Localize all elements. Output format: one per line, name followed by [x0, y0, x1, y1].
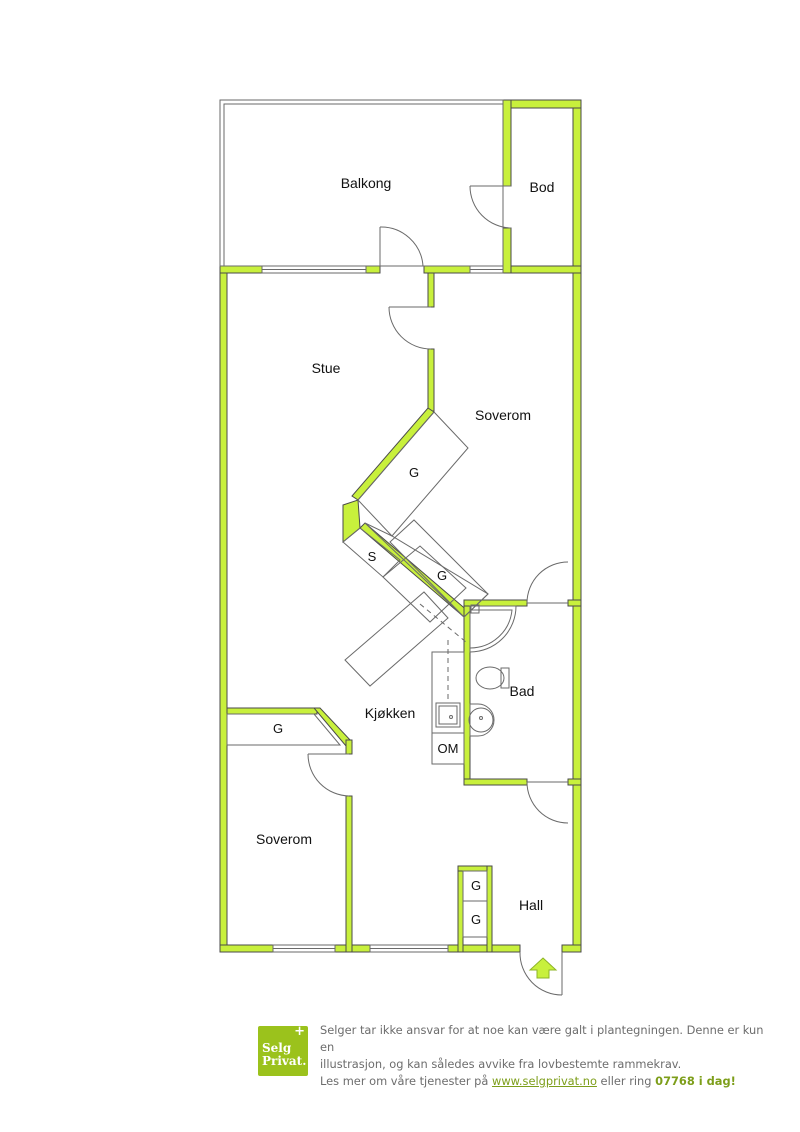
floor-plan: Balkong Bod Stue Soverom Bad Kjøkken Sov… [219, 99, 582, 996]
website-link[interactable]: www.selgprivat.no [492, 1074, 597, 1088]
door-hall [526, 781, 569, 824]
wall-wedge [342, 499, 361, 544]
label-g-hall-top: G [471, 878, 481, 893]
label-kjokken: Kjøkken [365, 705, 416, 721]
disclaimer-line3: Les mer om våre tjenester på www.selgpri… [320, 1073, 780, 1090]
door-entrance [519, 951, 563, 996]
wall-top-bod-bottom [502, 265, 582, 274]
logo-line1: Selg [262, 1041, 292, 1055]
line3-middle: eller ring [596, 1074, 656, 1088]
label-bad: Bad [510, 683, 535, 699]
toilet [475, 666, 510, 690]
om-cabinet [431, 732, 465, 765]
wall-soverom-vertical [427, 272, 435, 308]
door-bad [526, 561, 569, 604]
selgprivat-logo: + Selg Privat. [258, 1024, 308, 1076]
kitchen-counter-lower [344, 591, 449, 687]
closet-s [342, 527, 401, 578]
label-g-diag-top: G [409, 465, 419, 480]
wall-bod-left-lower [502, 227, 512, 274]
label-balkong: Balkong [341, 175, 392, 191]
kitchen-sink [435, 702, 461, 728]
label-stue: Stue [312, 360, 341, 376]
wall-outer-bottom-end [561, 944, 582, 953]
label-s: S [368, 549, 377, 564]
wall-left-soverom-top [226, 707, 318, 715]
label-g-hall-bottom: G [471, 912, 481, 927]
kitchen-counter-diagonal [382, 545, 467, 623]
up-arrow-icon [528, 957, 558, 979]
disclaimer: Selger tar ikke ansvar for at noe kan væ… [320, 1022, 780, 1090]
wall-bad-top-right [567, 599, 582, 607]
logo-plus: + [294, 1024, 305, 1039]
wall-bad-bottom-right [567, 778, 582, 786]
label-hall: Hall [519, 897, 543, 913]
wardrobe-left [226, 713, 342, 746]
disclaimer-line2: illustrasjon, og kan således avvike fra … [320, 1057, 682, 1071]
disclaimer-line1: Selger tar ikke ansvar for at noe kan væ… [320, 1023, 764, 1054]
line3-prefix: Les mer om våre tjenester på [320, 1074, 492, 1088]
label-om: OM [438, 741, 459, 756]
door-bod [469, 185, 512, 229]
wall-outer-bottom-left [219, 944, 274, 953]
wall-top-right [423, 265, 471, 274]
label-soverom-right: Soverom [475, 407, 531, 423]
wall-bod-top [502, 99, 582, 109]
door-soverom-right [388, 306, 432, 350]
wall-bad-left [463, 602, 471, 786]
wall-left-soverom-stub [345, 739, 353, 755]
label-g-diag-mid: G [437, 568, 447, 583]
wall-top-stue [219, 265, 263, 274]
closet-hall-bottom [462, 900, 488, 938]
wall-soverom-vertical-2 [427, 348, 435, 412]
footer: + Selg Privat. Selger tar ikke ansvar fo… [258, 1022, 778, 1088]
wall-left-soverom-right [345, 795, 353, 953]
wall-top-mid [365, 265, 381, 274]
bathroom-sink [468, 703, 495, 737]
label-soverom-left: Soverom [256, 831, 312, 847]
label-g-left: G [273, 721, 283, 736]
wall-closet-right [486, 865, 493, 953]
door-balkong [379, 226, 424, 267]
shower [469, 605, 517, 653]
wall-bad-bottom [463, 778, 528, 786]
wall-diagonal-upper [351, 407, 435, 501]
label-bod: Bod [530, 179, 555, 195]
logo-line2: Privat. [262, 1054, 307, 1068]
door-soverom-left [307, 753, 350, 797]
wall-closet-left [457, 865, 464, 953]
phone-number: 07768 i dag! [655, 1074, 736, 1088]
wall-outer-right [572, 99, 582, 953]
wall-bod-left-upper [502, 99, 512, 187]
wall-outer-left [219, 265, 228, 953]
